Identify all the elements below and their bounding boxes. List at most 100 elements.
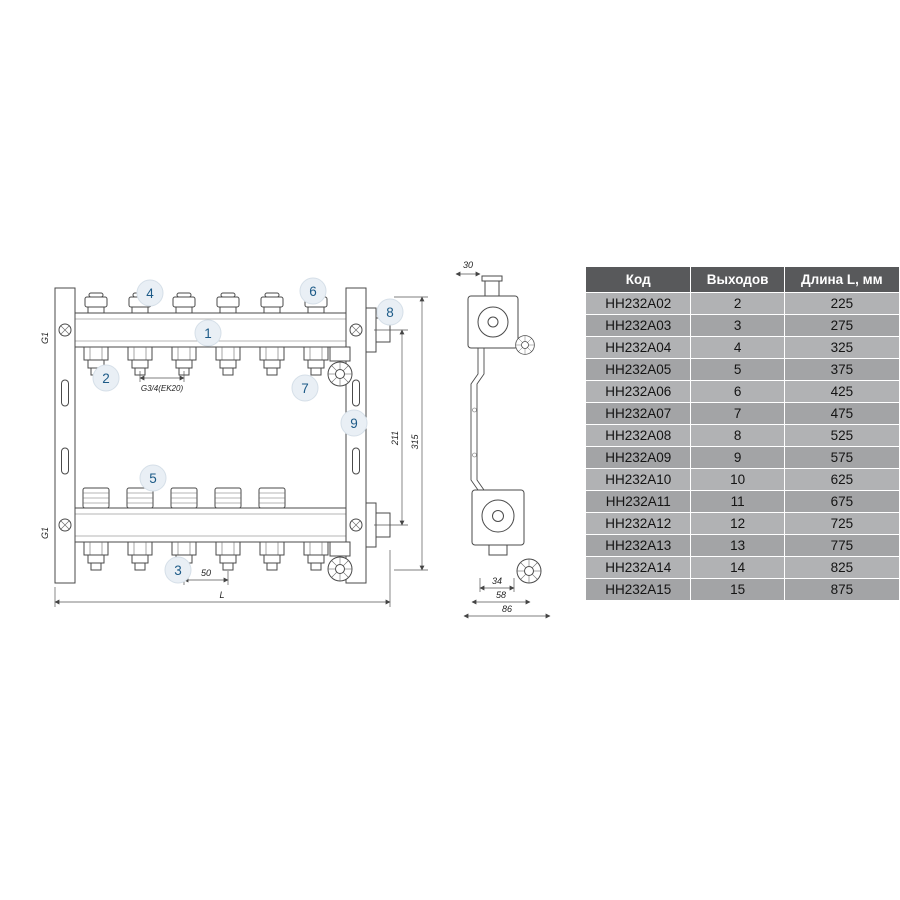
svg-text:7: 7 (301, 381, 309, 396)
table-cell-length: 775 (783, 534, 900, 557)
dim-g34: G3/4(EK20) (141, 384, 184, 393)
table-cell-outputs: 10 (690, 468, 785, 491)
table-cell-length: 525 (783, 424, 900, 447)
svg-text:6: 6 (309, 284, 317, 299)
table-cell-length: 325 (783, 336, 900, 359)
table-cell-code: HH232A15 (584, 578, 692, 601)
table-cell-code: HH232A05 (584, 358, 692, 381)
svg-text:8: 8 (386, 305, 394, 320)
supply-outlets (83, 346, 329, 376)
table-cell-code: HH232A09 (584, 446, 692, 469)
table-cell-outputs: 12 (690, 512, 785, 535)
table-cell-length: 625 (783, 468, 900, 491)
return-bar (67, 502, 391, 548)
side-valve-top (467, 275, 535, 355)
dim-211: 211 (390, 431, 400, 446)
table-cell-length: 225 (783, 292, 900, 315)
header-code: Код (584, 266, 692, 293)
dim-86: 86 (502, 604, 512, 614)
dim-L: L (219, 590, 224, 600)
callout-9: 9 (340, 409, 368, 437)
table-cell-code: HH232A11 (584, 490, 692, 513)
callouts: 1 2 3 4 5 6 7 (92, 277, 404, 584)
table-cell-length: 475 (783, 402, 900, 425)
table-cell-outputs: 11 (690, 490, 785, 513)
side-view: 30 (455, 260, 551, 619)
table-cell-length: 425 (783, 380, 900, 403)
svg-text:9: 9 (350, 416, 358, 431)
callout-8: 8 (376, 298, 404, 326)
valve-caps (84, 292, 328, 314)
table-cell-code: HH232A13 (584, 534, 692, 557)
dim-315: 315 (410, 434, 420, 450)
table-cell-length: 825 (783, 556, 900, 579)
side-valve-bottom (471, 489, 542, 584)
table-cell-outputs: 14 (690, 556, 785, 579)
header-outputs: Выходов (690, 266, 785, 293)
callout-7: 7 (291, 374, 319, 402)
table-cell-code: HH232A02 (584, 292, 692, 315)
svg-text:1: 1 (204, 326, 212, 341)
svg-text:2: 2 (102, 371, 110, 386)
svg-text:3: 3 (174, 563, 182, 578)
table-cell-outputs: 4 (690, 336, 785, 359)
drain-valve-bottom (327, 541, 353, 582)
callout-5: 5 (139, 464, 167, 492)
mounting-bracket-left (54, 287, 76, 584)
table-cell-length: 375 (783, 358, 900, 381)
table-cell-code: HH232A06 (584, 380, 692, 403)
callout-4: 4 (136, 279, 164, 307)
table-cell-outputs: 2 (690, 292, 785, 315)
flowmeter-caps (82, 487, 286, 509)
table-cell-outputs: 9 (690, 446, 785, 469)
table-cell-outputs: 15 (690, 578, 785, 601)
table-cell-code: HH232A14 (584, 556, 692, 579)
table-cell-code: HH232A03 (584, 314, 692, 337)
supply-bar (67, 307, 391, 353)
table-cell-outputs: 8 (690, 424, 785, 447)
table-cell-outputs: 7 (690, 402, 785, 425)
header-length: Длина L, мм (783, 266, 900, 293)
table-cell-outputs: 13 (690, 534, 785, 557)
callout-3: 3 (164, 556, 192, 584)
front-view (54, 287, 391, 584)
table-cell-outputs: 6 (690, 380, 785, 403)
manifold-drawing: 30 (40, 260, 551, 619)
table-cell-outputs: 3 (690, 314, 785, 337)
dim-30: 30 (463, 260, 473, 270)
svg-text:4: 4 (146, 286, 154, 301)
table-cell-code: HH232A12 (584, 512, 692, 535)
table-cell-code: HH232A10 (584, 468, 692, 491)
return-outlets (83, 541, 329, 571)
spec-table-header: Код Выходов Длина L, мм (584, 266, 900, 293)
table-cell-length: 725 (783, 512, 900, 535)
front-dimensions: G1 G1 G3/4(EK20) 50 211 315 (40, 296, 428, 607)
dim-g1-top: G1 (40, 332, 50, 344)
drain-valve-top (327, 346, 353, 387)
table-cell-length: 675 (783, 490, 900, 513)
table-cell-code: HH232A08 (584, 424, 692, 447)
svg-text:5: 5 (149, 471, 157, 486)
dim-58: 58 (496, 590, 506, 600)
dim-g1-bottom: G1 (40, 527, 50, 539)
table-cell-length: 875 (783, 578, 900, 601)
table-cell-outputs: 5 (690, 358, 785, 381)
callout-2: 2 (92, 364, 120, 392)
table-cell-code: HH232A07 (584, 402, 692, 425)
